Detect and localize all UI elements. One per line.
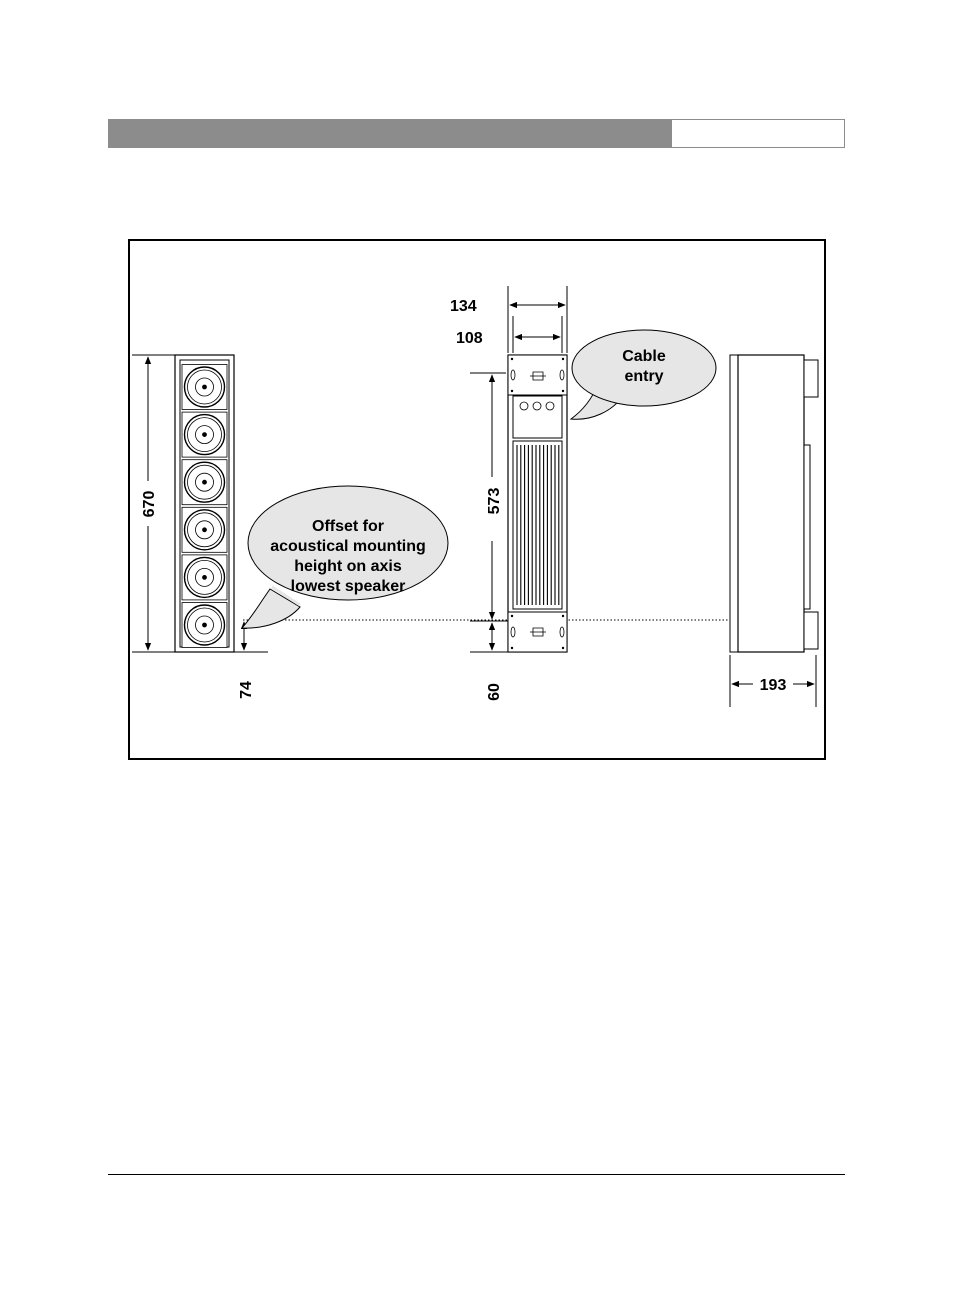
rear-view: 134 108 573 60 <box>450 286 567 701</box>
offset-callout-line2: acoustical mounting <box>270 538 426 555</box>
dim-670-label: 670 <box>141 491 158 518</box>
header-box <box>671 119 845 148</box>
speaker-driver <box>182 555 227 600</box>
side-heatsink <box>804 445 810 609</box>
dim-108-label: 108 <box>456 330 483 347</box>
dim-193-label: 193 <box>760 677 787 694</box>
offset-callout-line4: lowest speaker <box>291 578 406 595</box>
speaker-driver <box>182 460 227 505</box>
side-bottom-bracket <box>804 612 818 649</box>
footer-rule <box>108 1174 845 1175</box>
diagram-frame: 670 74 Offset for acoustical mounting he… <box>128 239 826 760</box>
front-view: 670 74 <box>132 355 268 699</box>
side-front-lip <box>730 355 738 652</box>
offset-callout-line1: Offset for <box>312 518 384 535</box>
offset-callout: Offset for acoustical mounting height on… <box>242 486 448 628</box>
cable-entry-callout: Cable entry <box>571 330 716 419</box>
cable-entry-line1: Cable <box>622 348 666 365</box>
header-bar <box>108 119 671 148</box>
dim-60-label: 60 <box>486 683 503 701</box>
dim-573-label: 573 <box>486 488 503 515</box>
speaker-driver <box>182 507 227 552</box>
speaker-driver <box>182 603 227 648</box>
side-view: 193 <box>730 355 818 707</box>
dim-134-label: 134 <box>450 298 477 315</box>
rear-top-bracket <box>508 355 567 395</box>
dim-74-label: 74 <box>238 681 255 699</box>
side-body <box>738 355 804 652</box>
dimension-drawing: 670 74 Offset for acoustical mounting he… <box>130 241 824 758</box>
speaker-driver <box>182 365 227 410</box>
cable-entry-line2: entry <box>624 368 663 385</box>
speaker-driver <box>182 412 227 457</box>
offset-callout-line3: height on axis <box>294 558 402 575</box>
side-top-bracket <box>804 360 818 397</box>
